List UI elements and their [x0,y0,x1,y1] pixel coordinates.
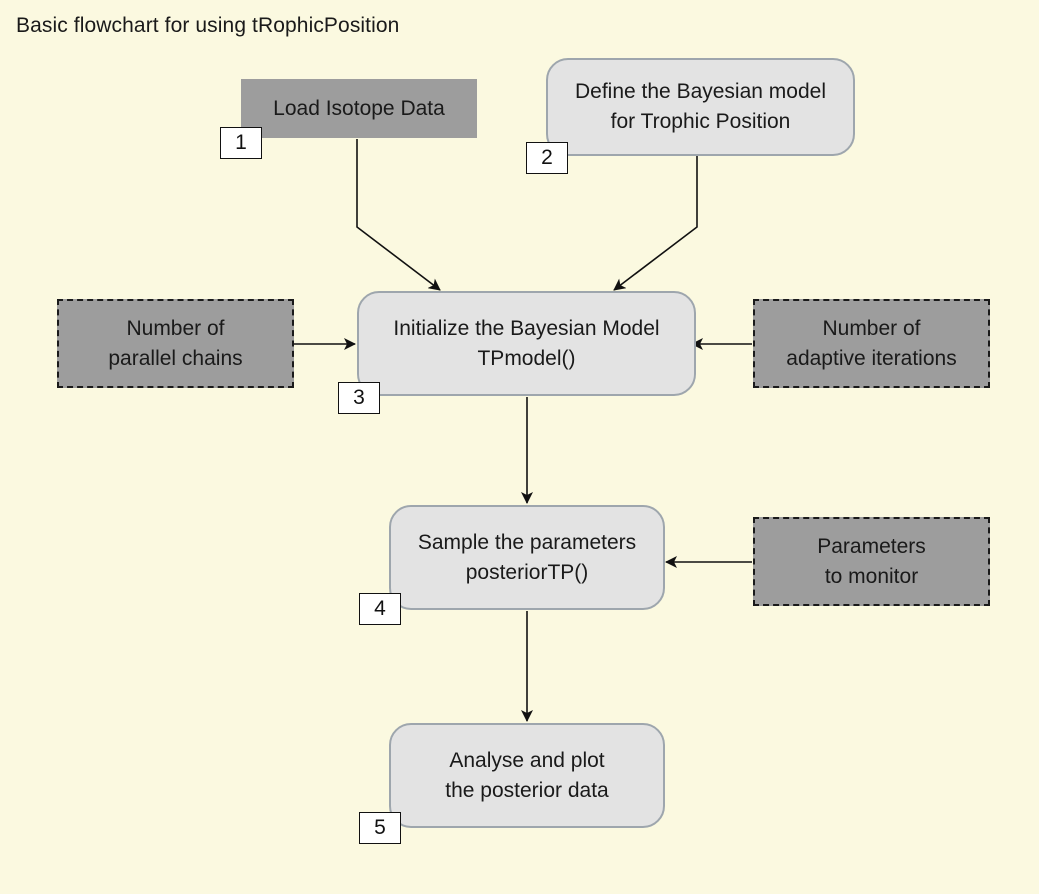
init-line-2: TPmodel() [477,346,576,370]
arrow-define-to-init [613,156,698,291]
chains-line-2: parallel chains [108,346,243,370]
diagram-title: Basic flowchart for using tRophicPositio… [16,14,400,37]
analyse-line-2: the posterior data [445,778,609,802]
load-isotope-data-box: Load Isotope Data [241,79,477,138]
step-number-1: 1 [220,127,262,159]
define-model-box: Define the Bayesian model for Trophic Po… [546,58,855,156]
adaptive-iterations-box: Number of adaptive iterations [753,299,990,388]
chains-line-1: Number of [126,316,225,340]
step-number-3: 3 [338,382,380,414]
parameters-to-monitor-box: Parameters to monitor [753,517,990,606]
define-line-2: for Trophic Position [610,110,791,133]
monitor-line-1: Parameters [817,534,926,558]
initialize-model-box: Initialize the Bayesian Model TPmodel() [357,291,696,396]
sample-line-1: Sample the parameters [417,530,637,554]
adapt-line-2: adaptive iterations [786,346,957,370]
adapt-line-1: Number of [822,316,921,340]
arrow-load-to-init [356,139,441,291]
monitor-line-2: to monitor [824,564,919,588]
sample-parameters-box: Sample the parameters posteriorTP() [389,505,665,610]
load-line-1: Load Isotope Data [273,96,445,120]
step-number-2: 2 [526,142,568,174]
sample-line-2: posteriorTP() [465,560,589,584]
analyse-line-1: Analyse and plot [449,748,605,772]
parallel-chains-box: Number of parallel chains [57,299,294,388]
analyse-plot-box: Analyse and plot the posterior data [389,723,665,828]
step-number-4: 4 [359,593,401,625]
define-line-1: Define the Bayesian model [575,80,826,103]
step-number-5: 5 [359,812,401,844]
init-line-1: Initialize the Bayesian Model [393,316,660,340]
